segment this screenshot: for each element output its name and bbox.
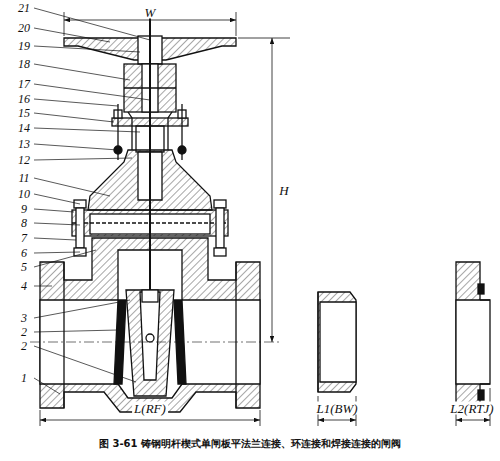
callout-number: 10 xyxy=(18,188,30,200)
callout-number: 18 xyxy=(18,58,30,70)
callout-number: 12 xyxy=(18,154,30,166)
callout-number: 14 xyxy=(18,122,30,134)
callout-number: 2 xyxy=(21,340,27,352)
callout-number: 19 xyxy=(18,40,30,52)
callout-number: 11 xyxy=(18,172,29,184)
dimension-label: L2(RTJ) xyxy=(448,402,495,415)
callout-number: 7 xyxy=(21,232,27,244)
figure-caption: 图 3-61 铸钢明杆楔式单闸板平法兰连接、环连接和焊接连接的闸阀 xyxy=(0,437,500,451)
callout-number: 1 xyxy=(21,372,27,384)
callout-number: 9 xyxy=(21,203,27,215)
dimension-label: H xyxy=(277,184,290,197)
callout-number: 17 xyxy=(18,78,30,90)
callout-number: 8 xyxy=(21,217,27,229)
dimension-label: W xyxy=(143,6,158,19)
callout-number: 4 xyxy=(21,280,27,292)
dimension-label: L1(BW) xyxy=(314,402,359,415)
callout-number: 5 xyxy=(21,261,27,273)
callout-number: 2 xyxy=(21,326,27,338)
dimension-label: L(RF) xyxy=(132,402,168,415)
callout-number: 15 xyxy=(18,107,30,119)
callout-number: 20 xyxy=(18,22,30,34)
callout-number: 13 xyxy=(18,138,30,150)
callout-number: 16 xyxy=(18,93,30,105)
callout-number: 21 xyxy=(18,2,30,14)
callout-number: 3 xyxy=(21,312,27,324)
callout-number: 6 xyxy=(21,247,27,259)
